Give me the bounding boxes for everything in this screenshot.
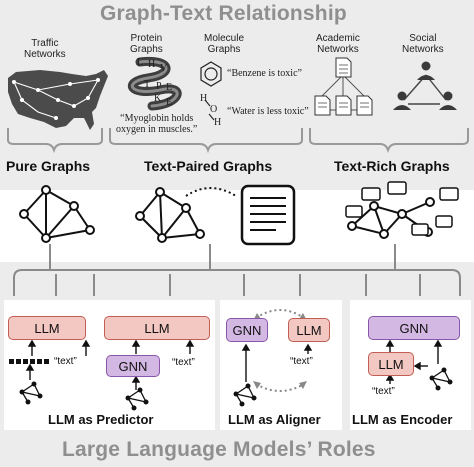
quote-water: “Water is less toxic” (227, 106, 309, 117)
pure-graph-icon (19, 185, 95, 243)
text-token-label: “text” (54, 356, 77, 367)
protein-letter: L (137, 57, 144, 68)
protein-ribbon-icon (127, 56, 182, 111)
llm-block: LLM (8, 316, 86, 340)
token-grid-icon (9, 359, 49, 364)
section-text-paired-graphs: Text-Paired Graphs (144, 158, 273, 174)
protein-letter: E (166, 97, 173, 108)
role-encoder: LLM as Encoder (352, 412, 453, 427)
benzene-icon (200, 61, 222, 87)
llm-block: LLM (288, 318, 330, 342)
social-network-icon (393, 61, 457, 110)
paired-graph-icon (135, 184, 296, 246)
quote-benzene: “Benzene is toxic” (227, 68, 302, 79)
predictor-arrows (25, 339, 195, 390)
top-title: Graph-Text Relationship (100, 2, 347, 25)
document-icon (240, 184, 296, 246)
llm-block: LLM (368, 352, 414, 376)
atom-oxygen: O (210, 104, 218, 115)
atom-hydrogen: H (214, 117, 222, 128)
gnn-block: GNN (226, 318, 268, 342)
text-token-label: “text” (172, 357, 195, 368)
protein-letter: H (148, 59, 156, 70)
protein-letter: T (144, 79, 151, 90)
text-token-label: “text” (290, 356, 313, 367)
align-arc-bottom (255, 383, 305, 392)
label-social-networks: Social Networks (402, 33, 444, 55)
label-academic-networks: Academic Networks (316, 33, 360, 55)
quote-myoglobin: “Myoglobin holds oxygen in muscles.” (116, 113, 198, 135)
label-traffic-networks: Traffic Networks (24, 38, 66, 60)
align-arc-top (255, 309, 305, 319)
chat-bubble-icons (345, 181, 459, 236)
label-molecule-graphs: Molecule Graphs (204, 33, 245, 55)
connector-lines (13, 244, 461, 296)
mini-graph-icons (19, 367, 453, 411)
us-map-icon (8, 70, 108, 130)
text-token-label: “text” (372, 386, 395, 397)
bottom-title: Large Language Models’ Roles (62, 438, 376, 461)
protein-letter: P (156, 81, 162, 92)
gnn-block: GNN (106, 355, 160, 377)
section-text-rich-graphs: Text-Rich Graphs (334, 158, 450, 174)
role-predictor: LLM as Predictor (48, 412, 154, 427)
protein-letter: V (160, 63, 168, 74)
water-bonds (204, 99, 215, 121)
category-braces (7, 128, 469, 154)
llm-block: LLM (104, 316, 210, 340)
label-protein-graphs: Protein Graphs (130, 33, 163, 55)
aligner-arrows (241, 343, 313, 382)
role-aligner: LLM as Aligner (228, 412, 321, 427)
section-pure-graphs: Pure Graphs (6, 158, 91, 174)
pairing-link (185, 187, 237, 197)
protein-letter: E (166, 82, 173, 93)
encoder-arrows (385, 339, 443, 384)
protein-letter: K (154, 93, 162, 104)
gnn-block: GNN (368, 316, 460, 340)
academic-network-icon (314, 57, 373, 116)
atom-hydrogen: H (200, 93, 208, 104)
rich-graph-icon (345, 181, 459, 239)
